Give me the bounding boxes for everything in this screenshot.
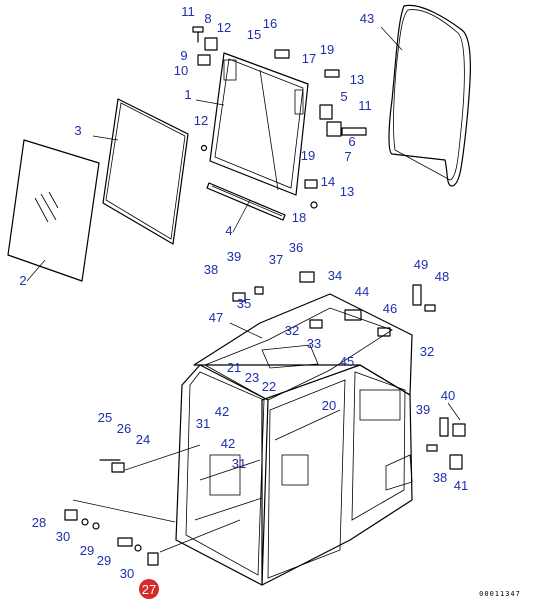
callout-19[interactable]: 19 xyxy=(301,148,315,163)
callout-20[interactable]: 20 xyxy=(322,398,336,413)
hardware-upper xyxy=(192,26,367,209)
callout-19[interactable]: 19 xyxy=(320,42,334,57)
highlight-callout[interactable]: 27 xyxy=(139,579,159,599)
callout-32[interactable]: 32 xyxy=(285,323,299,338)
callout-24[interactable]: 24 xyxy=(136,432,150,447)
callout-30[interactable]: 30 xyxy=(56,529,70,544)
callout-7[interactable]: 7 xyxy=(344,149,351,164)
seal-3 xyxy=(102,98,189,245)
callout-36[interactable]: 36 xyxy=(289,240,303,255)
callout-34[interactable]: 34 xyxy=(328,268,342,283)
callout-13[interactable]: 13 xyxy=(340,184,354,199)
drawing-number: 00011347 xyxy=(479,590,521,598)
callout-18[interactable]: 18 xyxy=(292,210,306,225)
callout-6[interactable]: 6 xyxy=(348,134,355,149)
callout-45[interactable]: 45 xyxy=(340,354,354,369)
callout-21[interactable]: 21 xyxy=(227,360,241,375)
callout-30[interactable]: 30 xyxy=(120,566,134,581)
callout-22[interactable]: 22 xyxy=(262,379,276,394)
callout-37[interactable]: 37 xyxy=(269,252,283,267)
callout-49[interactable]: 49 xyxy=(414,257,428,272)
callout-5[interactable]: 5 xyxy=(340,89,347,104)
callout-47[interactable]: 47 xyxy=(209,310,223,325)
glass-pane-2 xyxy=(7,139,100,282)
hardware-lower xyxy=(64,271,466,566)
callout-1[interactable]: 1 xyxy=(184,87,191,102)
callout-35[interactable]: 35 xyxy=(237,296,251,311)
highlight-badge[interactable] xyxy=(139,579,159,599)
callout-44[interactable]: 44 xyxy=(355,284,369,299)
callout-48[interactable]: 48 xyxy=(435,269,449,284)
callout-8[interactable]: 8 xyxy=(204,11,211,26)
callout-17[interactable]: 17 xyxy=(302,51,316,66)
callout-29[interactable]: 29 xyxy=(80,543,94,558)
callout-3[interactable]: 3 xyxy=(74,123,81,138)
leader-lines xyxy=(26,26,461,553)
callout-39[interactable]: 39 xyxy=(416,402,430,417)
callout-16[interactable]: 16 xyxy=(263,16,277,31)
callout-9[interactable]: 9 xyxy=(180,48,187,63)
highlight-label: 27 xyxy=(142,582,156,597)
rail-4 xyxy=(206,182,286,221)
callout-42[interactable]: 42 xyxy=(221,436,235,451)
callout-11[interactable]: 11 xyxy=(358,98,372,113)
callout-14[interactable]: 14 xyxy=(321,174,335,189)
callout-15[interactable]: 15 xyxy=(247,27,261,42)
cab-frame xyxy=(175,293,413,586)
callout-38[interactable]: 38 xyxy=(204,262,218,277)
callout-32[interactable]: 32 xyxy=(420,344,434,359)
callout-43[interactable]: 43 xyxy=(360,11,374,26)
callout-25[interactable]: 25 xyxy=(98,410,112,425)
callout-26[interactable]: 26 xyxy=(117,421,131,436)
callout-40[interactable]: 40 xyxy=(441,388,455,403)
callout-31[interactable]: 31 xyxy=(232,456,246,471)
callout-10[interactable]: 10 xyxy=(174,63,188,78)
callout-46[interactable]: 46 xyxy=(383,301,397,316)
callout-42[interactable]: 42 xyxy=(215,404,229,419)
callout-31[interactable]: 31 xyxy=(196,416,210,431)
callout-38[interactable]: 38 xyxy=(433,470,447,485)
callout-12[interactable]: 12 xyxy=(217,20,231,35)
callout-39[interactable]: 39 xyxy=(227,249,241,264)
door-frame-1 xyxy=(209,52,309,196)
callout-4[interactable]: 4 xyxy=(225,223,232,238)
callout-28[interactable]: 28 xyxy=(32,515,46,530)
callout-29[interactable]: 29 xyxy=(97,553,111,568)
callout-41[interactable]: 41 xyxy=(454,478,468,493)
seal-43 xyxy=(388,4,471,187)
callout-13[interactable]: 13 xyxy=(350,72,364,87)
callout-12[interactable]: 12 xyxy=(194,113,208,128)
callout-33[interactable]: 33 xyxy=(307,336,321,351)
callout-23[interactable]: 23 xyxy=(245,370,259,385)
callout-2[interactable]: 2 xyxy=(19,273,26,288)
callout-11[interactable]: 11 xyxy=(181,4,195,19)
